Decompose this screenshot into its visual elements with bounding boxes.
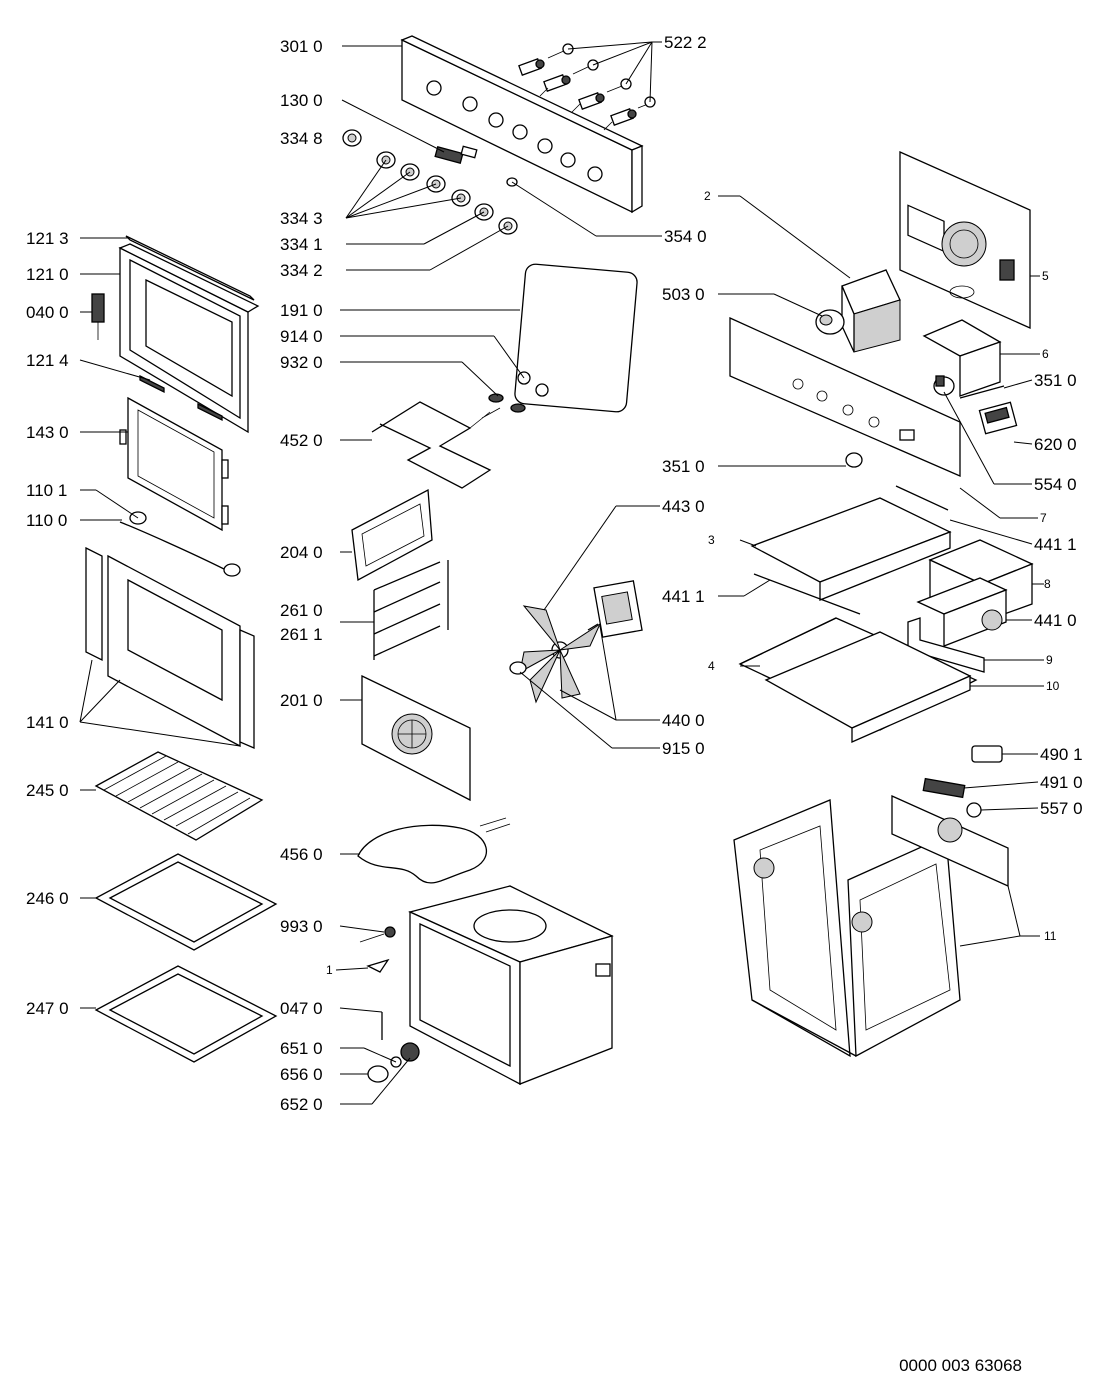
label-334-8: 334 8 (280, 129, 323, 148)
label-456-0: 456 0 (280, 845, 323, 864)
label-441-1-b: 441 1 (662, 587, 705, 606)
label-620-0: 620 0 (1034, 435, 1077, 454)
label-334-3: 334 3 (280, 209, 323, 228)
label-3: 3 (708, 533, 715, 547)
motor-bracket-drawing (815, 269, 901, 353)
label-334-1: 334 1 (280, 235, 323, 254)
label-246-0: 246 0 (26, 889, 69, 908)
label-261-1: 261 1 (280, 625, 323, 644)
label-261-0: 261 0 (280, 601, 323, 620)
label-245-0: 245 0 (26, 781, 69, 800)
label-557-0: 557 0 (1040, 799, 1083, 818)
label-301-0: 301 0 (280, 37, 323, 56)
label-522-2: 522 2 (664, 33, 707, 52)
knob-small-drawing (845, 452, 863, 468)
label-503-0: 503 0 (662, 285, 705, 304)
label-5: 5 (1042, 269, 1049, 283)
label-11: 11 (1044, 929, 1057, 943)
label-351-0-a: 351 0 (1034, 371, 1077, 390)
label-047-0: 047 0 (280, 999, 323, 1018)
label-452-0: 452 0 (280, 431, 323, 450)
top-shield-drawing (750, 485, 952, 615)
label-191-0: 191 0 (280, 301, 323, 320)
label-651-0: 651 0 (280, 1039, 323, 1058)
relay-housing-drawing (922, 319, 1018, 435)
housing-frame-drawing (733, 794, 1009, 1058)
gas-taps-drawing (518, 43, 656, 131)
label-121-3: 121 3 (26, 229, 69, 248)
label-652-0: 652 0 (280, 1095, 323, 1114)
label-993-0: 993 0 (280, 917, 323, 936)
leader-lines (79, 41, 1044, 1105)
label-8: 8 (1044, 577, 1051, 591)
terminal-parts-drawing (922, 745, 1003, 818)
outer-door-glass-drawing (85, 546, 255, 749)
label-6: 6 (1042, 347, 1049, 361)
label-040-0: 040 0 (26, 303, 69, 322)
label-10: 10 (1046, 679, 1060, 693)
control-panel-drawing (400, 35, 644, 214)
label-143-0: 143 0 (26, 423, 69, 442)
wire-shelf-drawing (94, 751, 264, 841)
label-354-0: 354 0 (664, 227, 707, 246)
label-121-4: 121 4 (26, 351, 69, 370)
drip-tray-drawing (94, 965, 278, 1063)
label-334-2: 334 2 (280, 261, 323, 280)
document-number: 0000 003 63068 (899, 1356, 1022, 1375)
shelf-guides-drawing (373, 560, 449, 660)
label-9: 9 (1046, 653, 1053, 667)
label-656-0: 656 0 (280, 1065, 323, 1084)
label-351-0-b: 351 0 (662, 457, 705, 476)
label-1: 1 (326, 963, 333, 977)
label-554-0: 554 0 (1034, 475, 1077, 494)
label-247-0: 247 0 (26, 999, 69, 1018)
fan-drawing (509, 605, 602, 704)
label-204-0: 204 0 (280, 543, 323, 562)
label-490-1: 490 1 (1040, 745, 1083, 764)
label-491-0: 491 0 (1040, 773, 1083, 792)
label-110-1: 110 1 (26, 481, 67, 500)
baking-tray-drawing (94, 853, 278, 951)
label-110-0: 110 0 (26, 511, 67, 530)
label-7: 7 (1040, 511, 1047, 525)
label-440-0: 440 0 (662, 711, 705, 730)
door-glass-drawing (119, 396, 229, 532)
label-441-0: 441 0 (1034, 611, 1077, 630)
knobs-drawing (342, 129, 518, 235)
label-915-0: 915 0 (662, 739, 705, 758)
label-130-0: 130 0 (280, 91, 323, 110)
label-441-1-a: 441 1 (1034, 535, 1077, 554)
transformer-box-drawing (916, 539, 1034, 647)
label-201-0: 201 0 (280, 691, 323, 710)
side-rack-drawing (351, 488, 433, 582)
label-932-0: 932 0 (280, 353, 323, 372)
oven-seal-drawing (514, 263, 638, 413)
label-141-0: 141 0 (26, 713, 69, 732)
label-121-0: 121 0 (26, 265, 69, 284)
lower-element-drawing (357, 817, 511, 884)
fan-motor-drawing (587, 580, 643, 638)
label-914-0: 914 0 (280, 327, 323, 346)
fan-cover-drawing (361, 674, 471, 802)
label-443-0: 443 0 (662, 497, 705, 516)
label-2: 2 (704, 189, 711, 203)
label-4: 4 (708, 659, 715, 673)
part-labels: 301 0 522 2 130 0 334 8 334 3 334 1 334 … (26, 33, 1083, 1114)
oven-cavity-drawing (408, 885, 614, 1086)
back-panel-drawing (899, 150, 1031, 330)
oven-door-drawing (91, 235, 260, 434)
control-bracket-drawing (729, 316, 961, 477)
base-plate-drawing (738, 617, 978, 743)
